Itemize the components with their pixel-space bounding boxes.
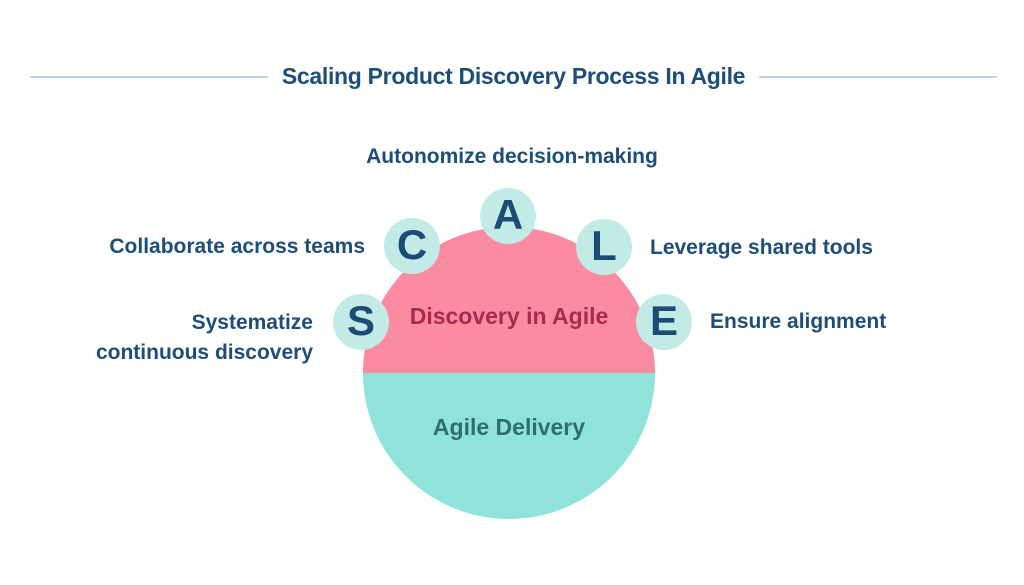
badge-e-letter: E	[649, 297, 678, 344]
label-autonomize-decision-making: Autonomize decision-making	[366, 145, 658, 168]
badge-c: C	[384, 218, 440, 274]
badge-c-letter: C	[396, 221, 428, 268]
title-rule-left	[30, 75, 268, 78]
title-rule-right	[759, 75, 998, 78]
discovery-in-agile-label: Discovery in Agile	[409, 303, 609, 329]
label-collaborate-across-teams: Collaborate across teams	[109, 235, 365, 258]
badge-l: L	[576, 219, 632, 275]
badge-l-letter: L	[591, 222, 617, 269]
badge-s-letter: S	[346, 297, 375, 344]
badge-a: A	[480, 188, 536, 244]
badge-a-letter: A	[492, 191, 524, 238]
badge-e: E	[636, 294, 692, 350]
title-bar: Scaling Product Discovery Process In Agi…	[30, 63, 998, 90]
label-ensure-alignment: Ensure alignment	[710, 310, 887, 333]
label-leverage-shared-tools: Leverage shared tools	[650, 236, 873, 259]
process-circle: Discovery in Agile Agile Delivery	[363, 227, 655, 519]
label-systematize-continuous-discovery: Systematize continuous discovery	[95, 311, 313, 364]
badge-s: S	[333, 294, 389, 350]
agile-delivery-label: Agile Delivery	[432, 414, 586, 440]
page-title: Scaling Product Discovery Process In Agi…	[281, 63, 746, 89]
